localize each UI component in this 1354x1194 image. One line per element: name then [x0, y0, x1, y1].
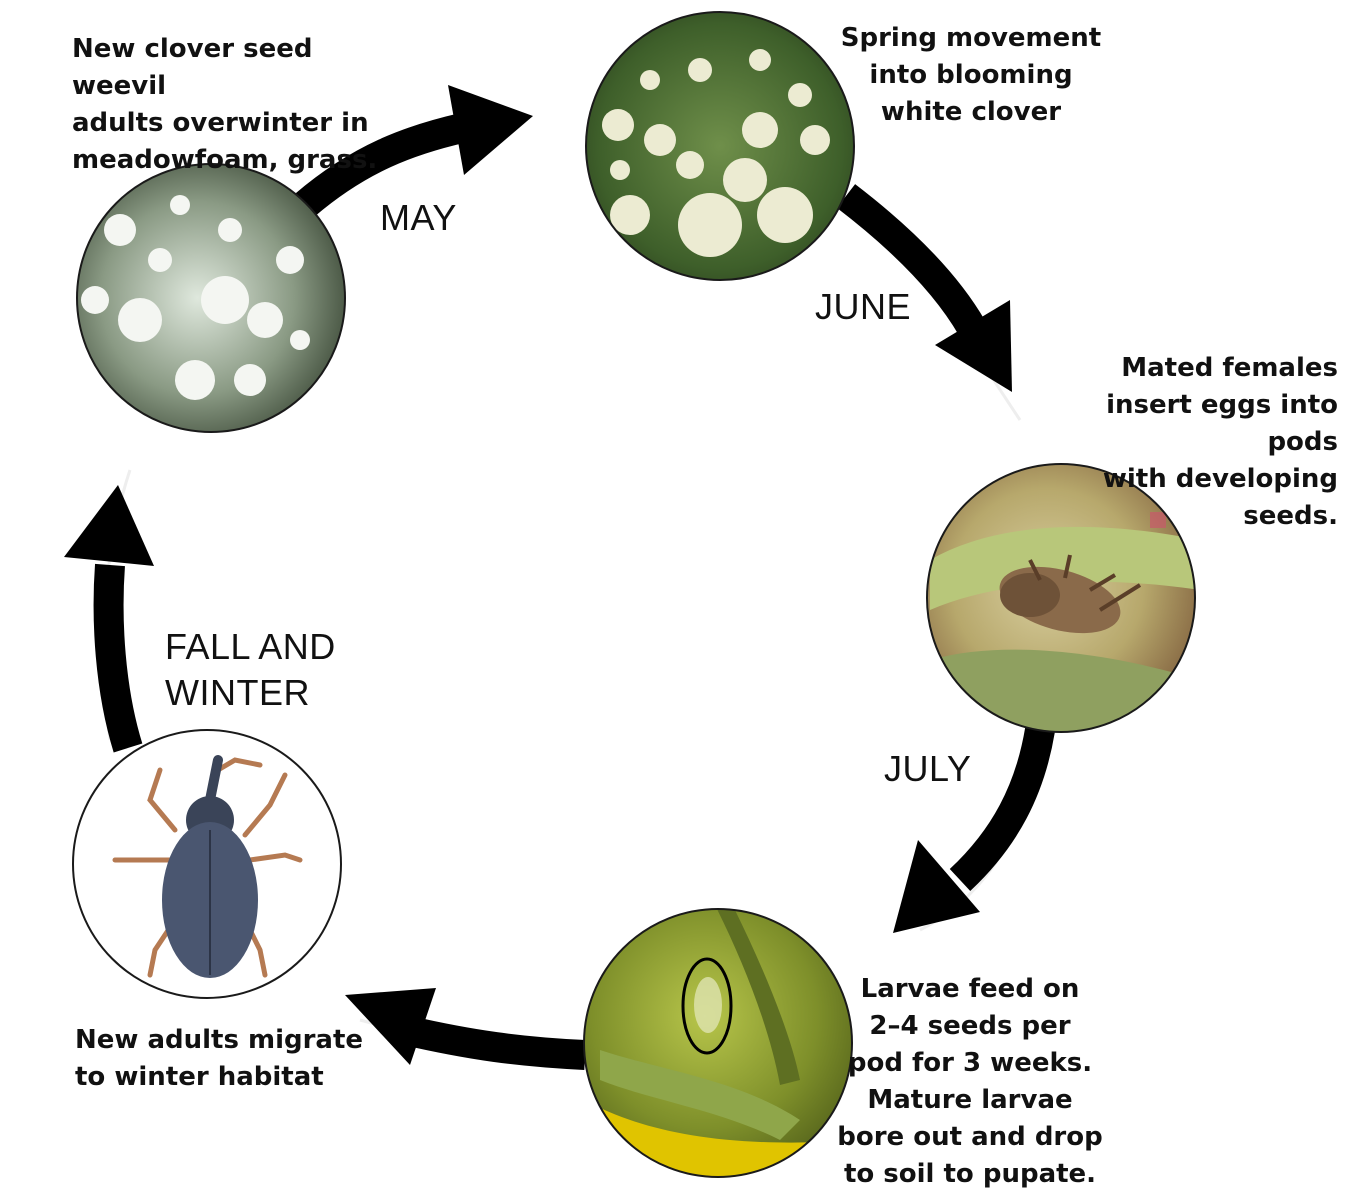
adult-weevil-photo — [73, 730, 341, 998]
arrow-migrate — [345, 988, 585, 1065]
period-july: JULY — [884, 746, 971, 792]
period-fall-winter: FALL AND WINTER — [165, 624, 365, 716]
arrow-fall-winter — [64, 485, 154, 748]
eggs-description: Mated females insert eggs into pods with… — [1040, 350, 1338, 535]
larva-in-pod-photo — [584, 900, 860, 1180]
meadowfoam-photo — [77, 164, 345, 432]
overwinter-description: New clover seed weevil adults overwinter… — [72, 31, 412, 179]
period-june: JUNE — [815, 284, 911, 330]
larvae-description: Larvae feed on 2–4 seeds per pod for 3 w… — [822, 971, 1118, 1193]
migrate-description: New adults migrate to winter habitat — [75, 1022, 365, 1096]
spring-description: Spring movement into blooming white clov… — [838, 20, 1104, 131]
white-clover-photo — [586, 12, 854, 280]
period-may: MAY — [380, 195, 457, 241]
